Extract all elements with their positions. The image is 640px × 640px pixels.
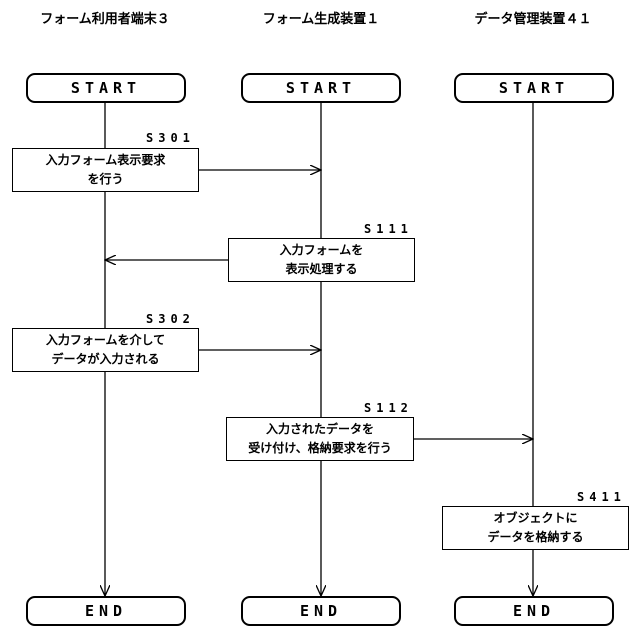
column-title-generator: フォーム生成装置１ <box>226 8 416 27</box>
end-terminal-terminal: END <box>26 596 186 626</box>
process-text-line2: データを格納する <box>487 528 583 547</box>
step-label-s411: S411 <box>577 490 626 504</box>
step-label-s112: S112 <box>364 401 413 415</box>
process-text-line1: 入力されたデータを <box>266 420 374 439</box>
process-text-line1: 入力フォームを介して <box>46 331 165 350</box>
end-terminal-data-manager: END <box>454 596 614 626</box>
step-label-s111: S111 <box>364 222 413 236</box>
process-box-s302: 入力フォームを介して データが入力される <box>12 328 199 372</box>
process-box-s301: 入力フォーム表示要求 を行う <box>12 148 199 192</box>
start-terminal-terminal: START <box>26 73 186 103</box>
process-box-s411: オブジェクトに データを格納する <box>442 506 629 550</box>
start-terminal-data-manager: START <box>454 73 614 103</box>
process-text-line1: 入力フォーム表示要求 <box>46 151 166 170</box>
process-text-line1: オブジェクトに <box>493 509 577 528</box>
column-title-data-manager: データ管理装置４１ <box>438 8 628 27</box>
end-terminal-generator: END <box>241 596 401 626</box>
process-text-line2: 受け付け、格納要求を行う <box>248 439 391 458</box>
process-text-line2: を行う <box>87 170 123 189</box>
step-label-s301: S301 <box>146 131 195 145</box>
column-title-terminal: フォーム利用者端末３ <box>10 8 200 27</box>
process-box-s111: 入力フォームを 表示処理する <box>228 238 415 282</box>
process-text-line1: 入力フォームを <box>280 241 364 260</box>
process-box-s112: 入力されたデータを 受け付け、格納要求を行う <box>226 417 414 461</box>
step-label-s302: S302 <box>146 312 195 326</box>
start-terminal-generator: START <box>241 73 401 103</box>
process-text-line2: 表示処理する <box>285 260 357 279</box>
process-text-line2: データが入力される <box>51 350 159 369</box>
